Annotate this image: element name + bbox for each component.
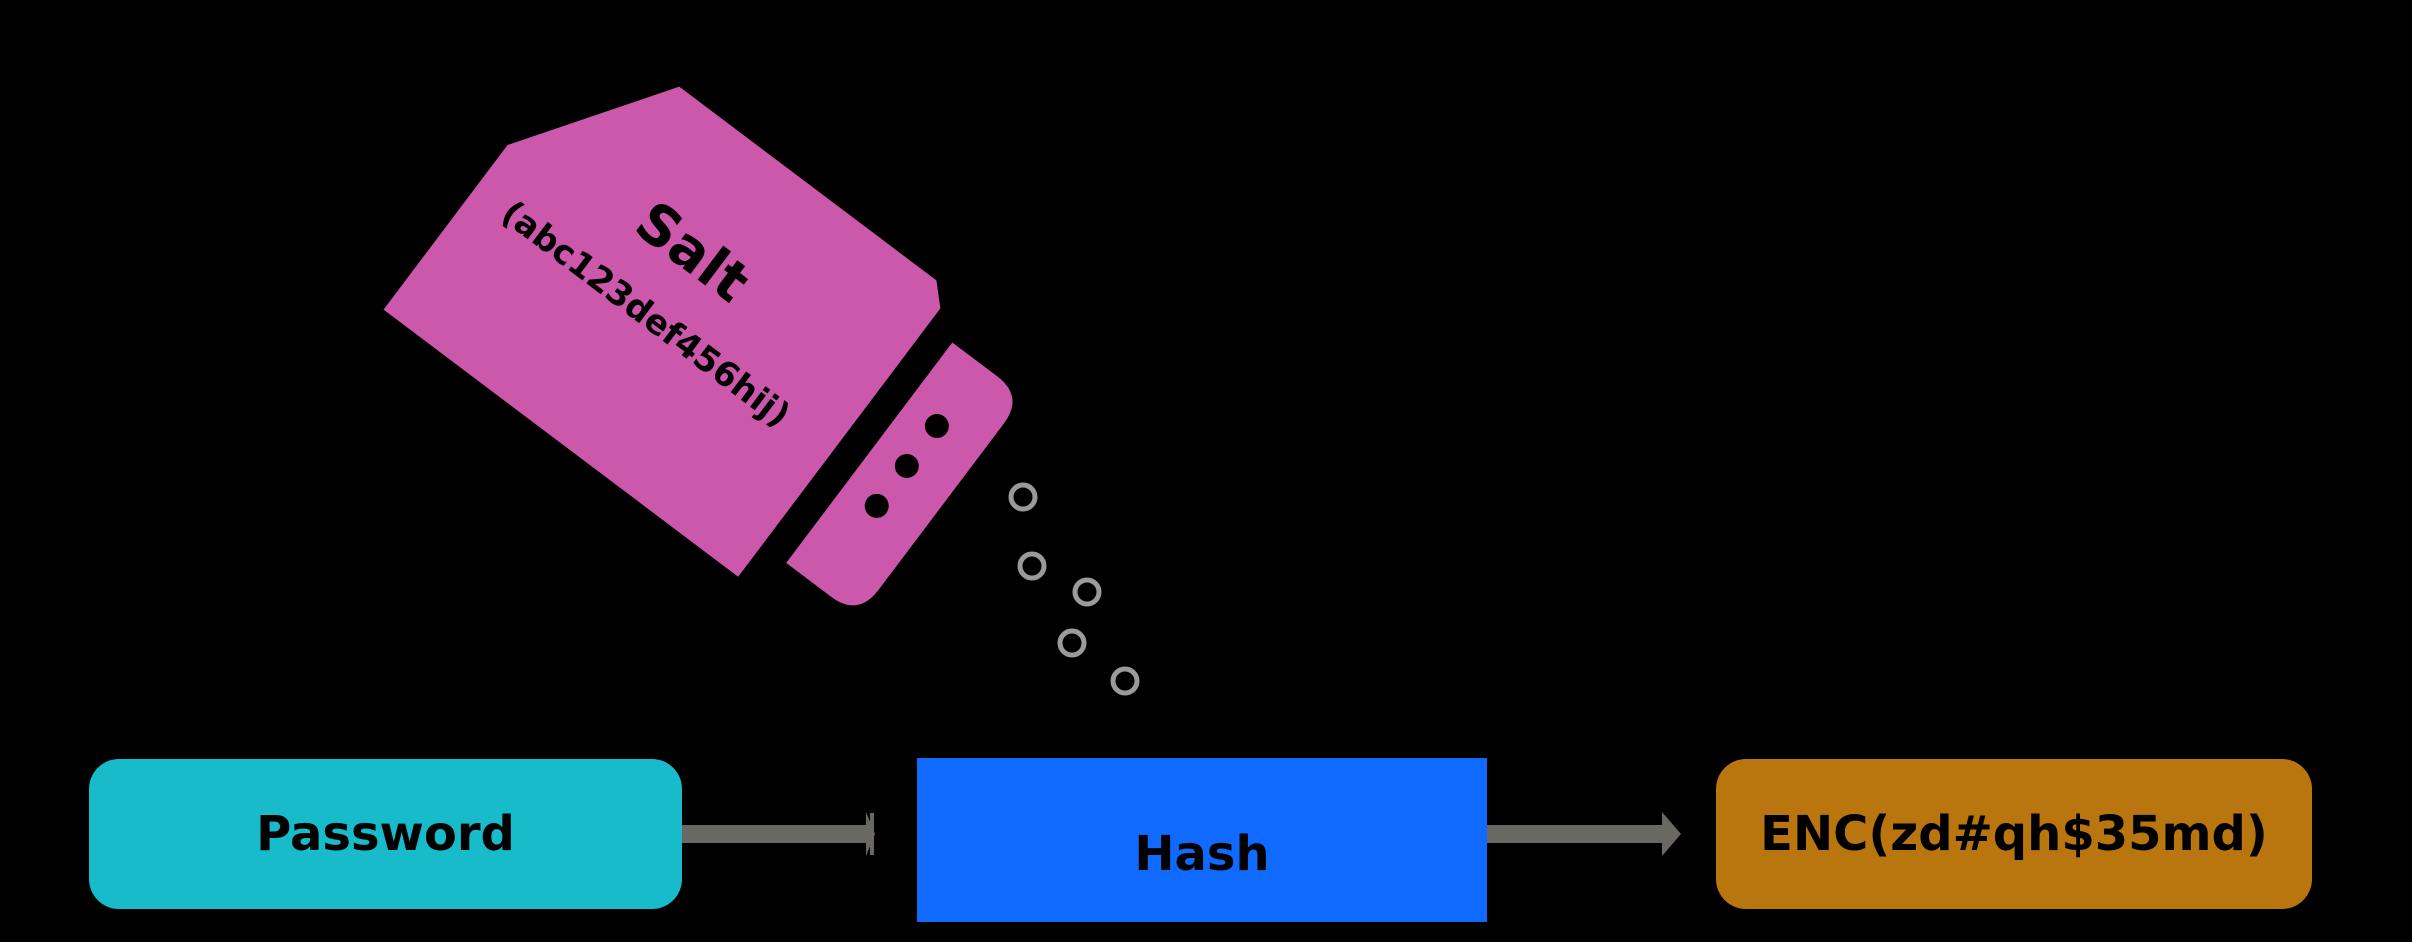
encrypted-output-label: ENC(zd#qh$35md) <box>1760 806 2268 862</box>
salt-grain-icon <box>1072 577 1102 607</box>
shaker-hole <box>894 453 919 478</box>
arrow-right-icon <box>1487 812 1681 856</box>
salt-grains <box>1008 482 1140 696</box>
salt-shaker-icon: Salt (abc123def456hij) <box>383 86 1013 606</box>
hash-label: Hash <box>1134 826 1270 882</box>
salt-grain-icon <box>1057 628 1087 658</box>
encrypted-output-box: ENC(zd#qh$35md) <box>1716 759 2312 909</box>
salt-grain-icon <box>1110 666 1140 696</box>
salt-grain-icon <box>1017 551 1047 581</box>
password-label: Password <box>256 806 515 862</box>
shaker-hole <box>924 414 949 439</box>
password-box: Password <box>89 759 682 909</box>
arrow-right-icon <box>682 812 875 856</box>
shaker-hole <box>864 493 889 518</box>
hash-box: Hash <box>917 758 1487 922</box>
salt-grain-icon <box>1008 482 1038 512</box>
salt-shaker-body <box>383 86 941 577</box>
